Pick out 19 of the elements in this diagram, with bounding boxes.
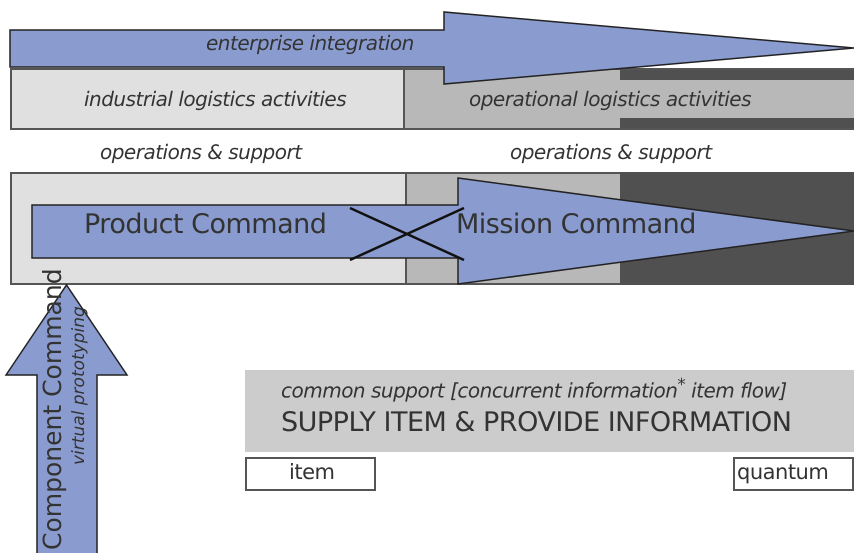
label-text: quantum bbox=[737, 461, 828, 484]
support-box bbox=[245, 370, 854, 452]
arrow-label: Component Command bbox=[38, 268, 67, 550]
activity-band bbox=[10, 68, 405, 130]
label-text: item bbox=[289, 461, 334, 484]
label-text: operational logistics activities bbox=[469, 88, 751, 110]
activity-band bbox=[405, 68, 854, 130]
arrow-band bbox=[10, 12, 854, 84]
label-text: Product Command bbox=[84, 210, 326, 240]
quantum-box bbox=[733, 457, 854, 491]
label-text: common support [concurrent information$^{*}$ item flow] bbox=[281, 376, 787, 402]
section-label: operations & support bbox=[100, 140, 302, 164]
label-text: Mission Command bbox=[456, 210, 696, 240]
section-label: operations & support bbox=[510, 140, 712, 164]
arrow-sublabel: virtual prototyping bbox=[69, 306, 89, 465]
label-text: industrial logistics activities bbox=[84, 88, 346, 110]
label-text: SUPPLY ITEM & PROVIDE INFORMATION bbox=[281, 408, 792, 438]
item-box bbox=[245, 457, 376, 491]
label-text: enterprise integration bbox=[206, 32, 414, 54]
